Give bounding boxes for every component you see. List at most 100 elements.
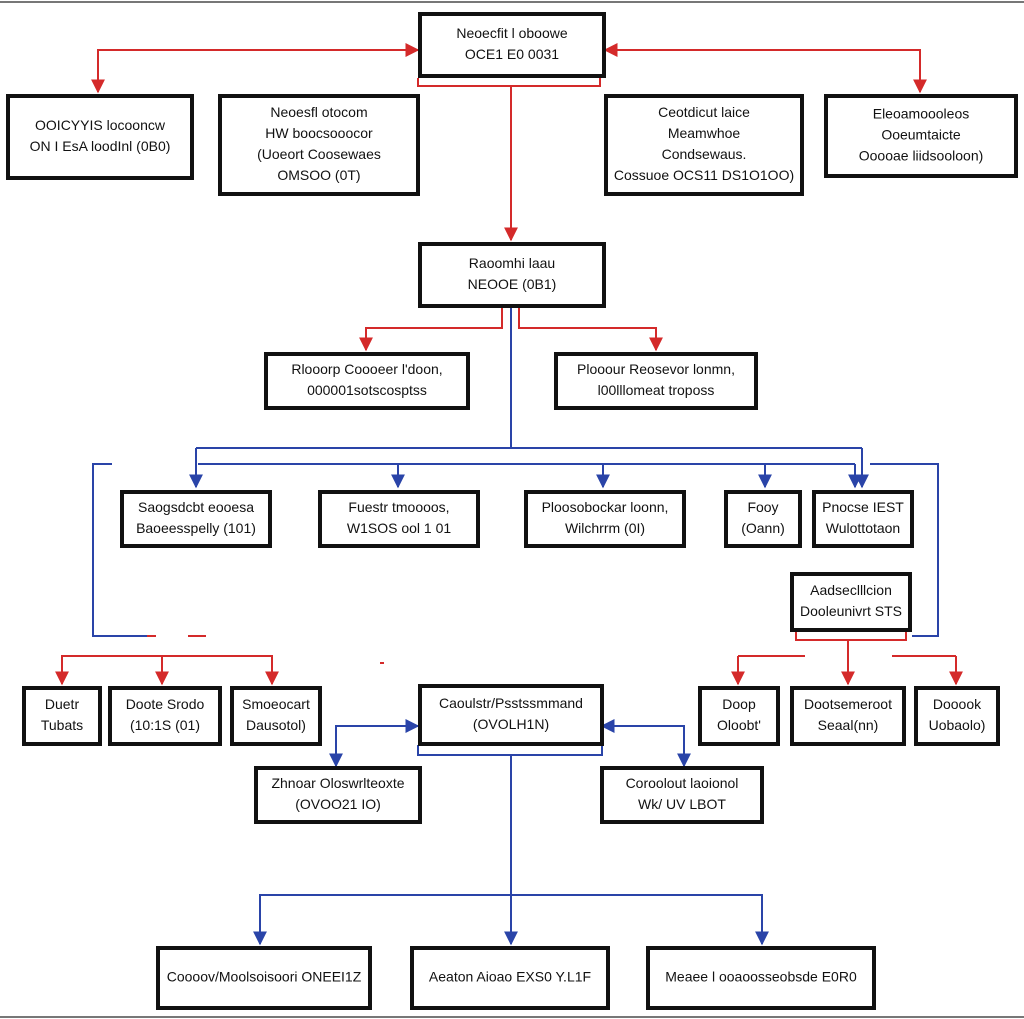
node-box <box>554 352 758 410</box>
node-label-line: Baoeesspelly (101) <box>136 520 256 536</box>
node-label-line: Raoomhi laau <box>469 255 555 271</box>
edge-row4-left-bus <box>61 655 273 684</box>
edge-to-bottom3 <box>511 894 769 946</box>
node-box <box>646 946 876 1010</box>
node-box <box>418 242 606 308</box>
row3-extra-underline <box>795 630 907 641</box>
node-row3-3: Ploosobockar loonn,Wilchrrm (0I) <box>524 490 686 548</box>
node-box <box>108 686 222 746</box>
node-label-line: 000001sotscosptss <box>307 382 427 398</box>
node-row3-2: Fuestr tmoooos, W1SOS ool 1 01 <box>318 490 480 548</box>
node-box <box>698 686 780 746</box>
node-label-line: Plooour Reosevor lonmn, <box>577 361 735 377</box>
node-box <box>812 490 914 548</box>
node-box <box>120 490 272 548</box>
node-box <box>318 490 480 548</box>
node-box <box>418 684 604 746</box>
node-right-1: Ceotdicut laiceMeamwhoeCondsewaus.Cossuo… <box>604 94 804 196</box>
node-label-line: HW boocsooocor <box>265 125 373 141</box>
node-box <box>524 490 686 548</box>
node-label-line: (10:1S (01) <box>130 717 200 733</box>
node-label-line: Doop <box>722 696 756 712</box>
node-bottom-2: Aeaton Aioao EXS0 Y.L1F <box>410 946 610 1010</box>
node-label-line: (OVOLH1N) <box>473 716 549 732</box>
node-label-line: Zhnoar Oloswrlteoxte <box>271 775 404 791</box>
node-label-line: Condsewaus. <box>662 146 747 162</box>
node-label-line: Eleoamoooleos <box>873 106 970 122</box>
node-label-line: (OVOO21 IO) <box>295 796 381 812</box>
node-box <box>264 352 470 410</box>
edge-cb-to-cbright <box>602 725 691 768</box>
node-box <box>600 766 764 824</box>
node-label-line: Coroolout laoionol <box>626 775 739 791</box>
node-mid-left: Rlooorp Coooeer l'doon, 000001sotscosptss <box>264 352 470 410</box>
edge-top-to-left1 <box>91 49 418 94</box>
node-label-line: ON I EsA loodInl (0B0) <box>30 138 171 154</box>
node-label-line: Aeaton Aioao EXS0 Y.L1F <box>429 969 591 985</box>
node-label-line: OMSOO (0T) <box>277 167 360 183</box>
node-bottom-3: Meaee l ooaoosseobsde E0R0 <box>646 946 876 1010</box>
node-label-line: Duetr <box>45 696 80 712</box>
node-box <box>218 94 420 196</box>
node-label-line: Ploosobockar loonn, <box>542 499 669 515</box>
node-label-line: Wk/ UV LBOT <box>638 796 726 812</box>
node-row4-l2: Doote Srodo (10:1S (01) <box>108 686 222 746</box>
node-label-line: Rlooorp Coooeer l'doon, <box>291 361 442 377</box>
node-left-1: OOICYYIS locooncw ON I EsA loodInl (0B0) <box>6 94 194 180</box>
node-label-line: Saogsdcbt eooesa <box>138 499 254 515</box>
node-label-line: Ooeumtaicte <box>881 127 961 143</box>
node-label-line: Oloobt' <box>717 717 761 733</box>
node-box <box>914 686 1000 746</box>
node-box <box>230 686 322 746</box>
node-label-line: Dooleunivrt STS <box>800 603 902 619</box>
node-label-line: l00lllomeat troposs <box>598 382 715 398</box>
node-label-line: Coooov/Moolsoisoori ONEEI1Z <box>167 969 362 985</box>
node-cb-left: Zhnoar Oloswrlteoxte (OVOO21 IO) <box>254 766 422 824</box>
node-label-line: OCE1 E0 0031 <box>465 46 559 62</box>
node-box <box>22 686 102 746</box>
node-label-line: Dootsemeroot <box>804 696 892 712</box>
node-label-line: Ooooae liidsooloon) <box>859 148 984 164</box>
node-label-line: Fuestr tmoooos, <box>348 499 449 515</box>
node-label-line: Dausotol) <box>246 717 306 733</box>
node-label-line: Meamwhoe <box>668 125 741 141</box>
node-label-line: Caoulstr/Psstssmmand <box>439 695 583 711</box>
node-label-line: W1SOS ool 1 01 <box>347 520 451 536</box>
node-box <box>254 766 422 824</box>
node-bottom-1: Coooov/Moolsoisoori ONEEI1Z <box>156 946 372 1010</box>
node-box <box>418 12 606 78</box>
node-label-line: Doote Srodo <box>126 696 205 712</box>
node-label-line: Meaee l ooaoosseobsde E0R0 <box>665 969 857 985</box>
node-box <box>790 686 906 746</box>
node-label-line: Cossuoe OCS11 DS1O1OO) <box>614 167 794 183</box>
node-label-line: Aadseclllcion <box>810 582 892 598</box>
node-label-line: Neoecfit l oboowe <box>456 25 568 41</box>
node-label-line: Uobaolo) <box>929 717 986 733</box>
node-box <box>410 946 610 1010</box>
node-label-line: Smoeocart <box>242 696 310 712</box>
edge-left-loop <box>92 463 150 637</box>
node-label-line: Pnocse IEST <box>822 499 904 515</box>
node-mid-right: Plooour Reosevor lonmn, l00lllomeat tropo… <box>554 352 758 410</box>
edge-middle-to-midleft <box>359 308 503 352</box>
top-underline-bracket <box>417 78 601 87</box>
node-label-line: OOICYYIS locooncw <box>35 117 166 133</box>
node-row3-4: Fooy(Oann) <box>724 490 802 548</box>
node-label-line: Tubats <box>41 717 83 733</box>
node-center-bottom: Caoulstr/Psstssmmand (OVOLH1N) <box>418 684 604 746</box>
node-box <box>156 946 372 1010</box>
node-label-line: Neoesfl otocom <box>270 104 367 120</box>
